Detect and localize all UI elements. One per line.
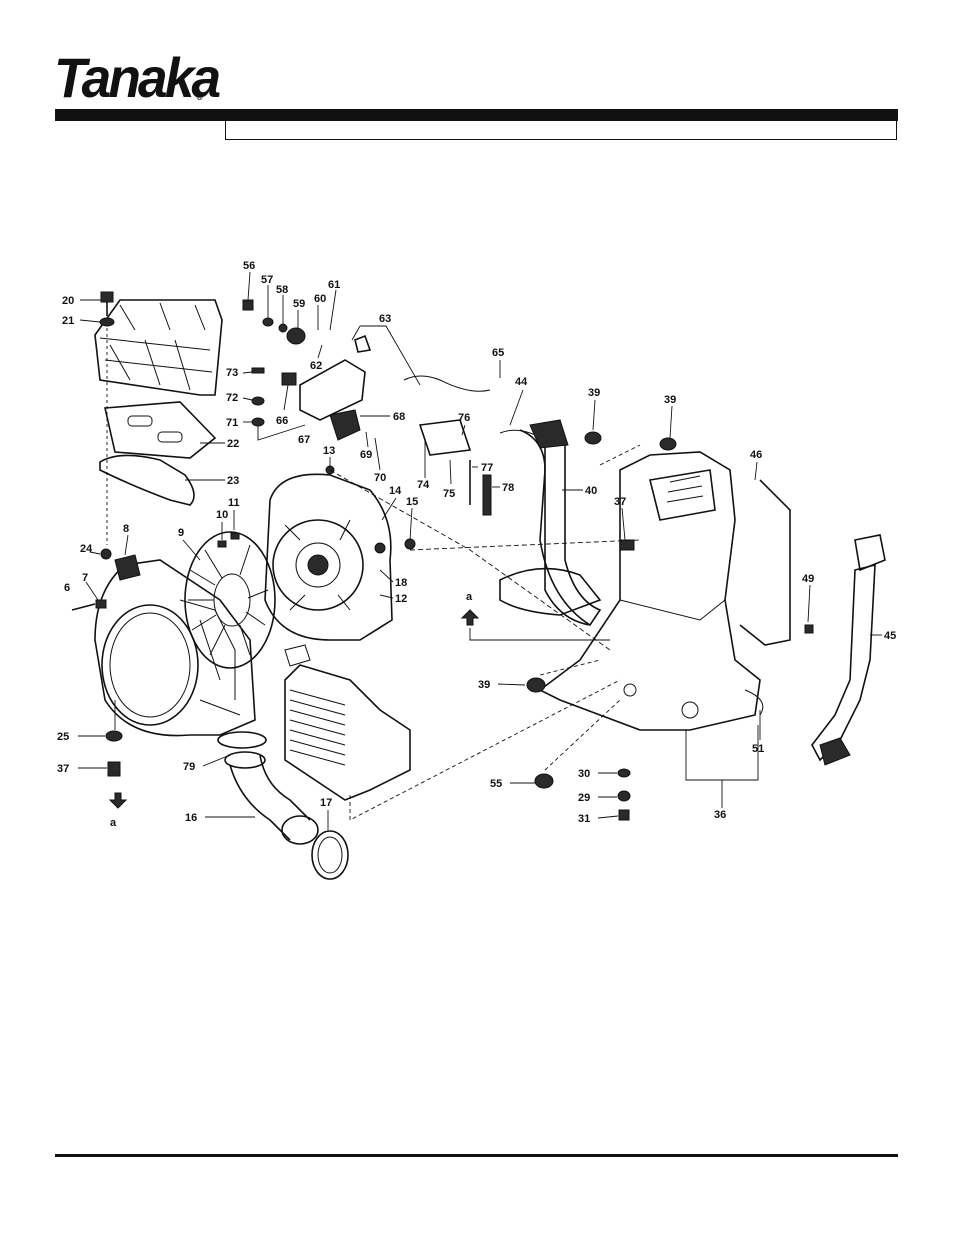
callout-65: 65 bbox=[492, 347, 504, 359]
callout-74: 74 bbox=[417, 479, 430, 491]
callout-labels: 20 21 56 57 58 59 60 61 63 65 44 39 39 4… bbox=[57, 260, 896, 829]
callout-46: 46 bbox=[750, 449, 762, 461]
footer-rule bbox=[55, 1154, 898, 1157]
callout-23: 23 bbox=[227, 475, 239, 487]
callout-76: 76 bbox=[458, 412, 470, 424]
cover-23-drawing bbox=[100, 455, 194, 505]
callout-57: 57 bbox=[261, 274, 273, 286]
callout-69: 69 bbox=[360, 449, 372, 461]
callout-56: 56 bbox=[243, 260, 255, 272]
callout-29: 29 bbox=[578, 792, 590, 804]
callout-37-left: 37 bbox=[57, 763, 69, 775]
bolt-20-drawing bbox=[100, 292, 114, 545]
callout-17: 17 bbox=[320, 797, 332, 809]
callout-14: 14 bbox=[389, 485, 402, 497]
impeller-9-drawing bbox=[185, 532, 275, 668]
callout-21: 21 bbox=[62, 315, 74, 327]
switch-assembly-drawing bbox=[243, 300, 545, 515]
callout-79: 79 bbox=[183, 761, 195, 773]
callout-71: 71 bbox=[226, 417, 238, 429]
volute-12-drawing bbox=[265, 474, 392, 640]
callout-72: 72 bbox=[226, 392, 238, 404]
callout-6: 6 bbox=[64, 582, 70, 594]
callout-12: 12 bbox=[395, 593, 407, 605]
callout-77: 77 bbox=[481, 462, 493, 474]
callout-59: 59 bbox=[293, 298, 305, 310]
callout-39-top: 39 bbox=[588, 387, 600, 399]
callout-66: 66 bbox=[276, 415, 288, 427]
callout-13: 13 bbox=[323, 445, 335, 457]
callout-37-right: 37 bbox=[614, 496, 626, 508]
callout-75: 75 bbox=[443, 488, 455, 500]
callout-39-bottom: 39 bbox=[478, 679, 490, 691]
callout-40: 40 bbox=[585, 485, 597, 497]
callout-60: 60 bbox=[314, 293, 326, 305]
callout-68: 68 bbox=[393, 411, 405, 423]
callout-51: 51 bbox=[752, 743, 764, 755]
callout-22: 22 bbox=[227, 438, 239, 450]
callout-15: 15 bbox=[406, 496, 418, 508]
callout-63: 63 bbox=[379, 313, 391, 325]
fan-housing-8-drawing bbox=[95, 555, 255, 736]
callout-a-up: a bbox=[466, 591, 473, 603]
callout-62: 62 bbox=[310, 360, 322, 372]
callout-67: 67 bbox=[298, 434, 310, 446]
pipe-45-drawing bbox=[812, 535, 885, 765]
callout-a-down: a bbox=[110, 817, 117, 829]
callout-9: 9 bbox=[178, 527, 184, 539]
callout-20: 20 bbox=[62, 295, 74, 307]
callout-31: 31 bbox=[578, 813, 590, 825]
air-box-drawing bbox=[285, 645, 410, 800]
callout-18: 18 bbox=[395, 577, 407, 589]
callout-70: 70 bbox=[374, 472, 386, 484]
callout-45: 45 bbox=[884, 630, 896, 642]
callout-39-right: 39 bbox=[664, 394, 676, 406]
gasket-22-drawing bbox=[105, 402, 215, 458]
callout-25: 25 bbox=[57, 731, 69, 743]
callout-58: 58 bbox=[276, 284, 288, 296]
callout-8: 8 bbox=[123, 523, 129, 535]
callout-16: 16 bbox=[185, 812, 197, 824]
callout-61: 61 bbox=[328, 279, 340, 291]
callout-55: 55 bbox=[490, 778, 502, 790]
upper-shroud-drawing bbox=[95, 300, 222, 395]
callout-78: 78 bbox=[502, 482, 514, 494]
callout-30: 30 bbox=[578, 768, 590, 780]
callout-44: 44 bbox=[515, 376, 528, 388]
callout-11: 11 bbox=[228, 497, 240, 509]
callout-73: 73 bbox=[226, 367, 238, 379]
strap-40-drawing bbox=[500, 420, 600, 625]
callout-10: 10 bbox=[216, 509, 228, 521]
callout-24: 24 bbox=[80, 543, 93, 555]
callout-7: 7 bbox=[82, 572, 88, 584]
callout-36: 36 bbox=[714, 809, 726, 821]
callout-49: 49 bbox=[802, 573, 814, 585]
